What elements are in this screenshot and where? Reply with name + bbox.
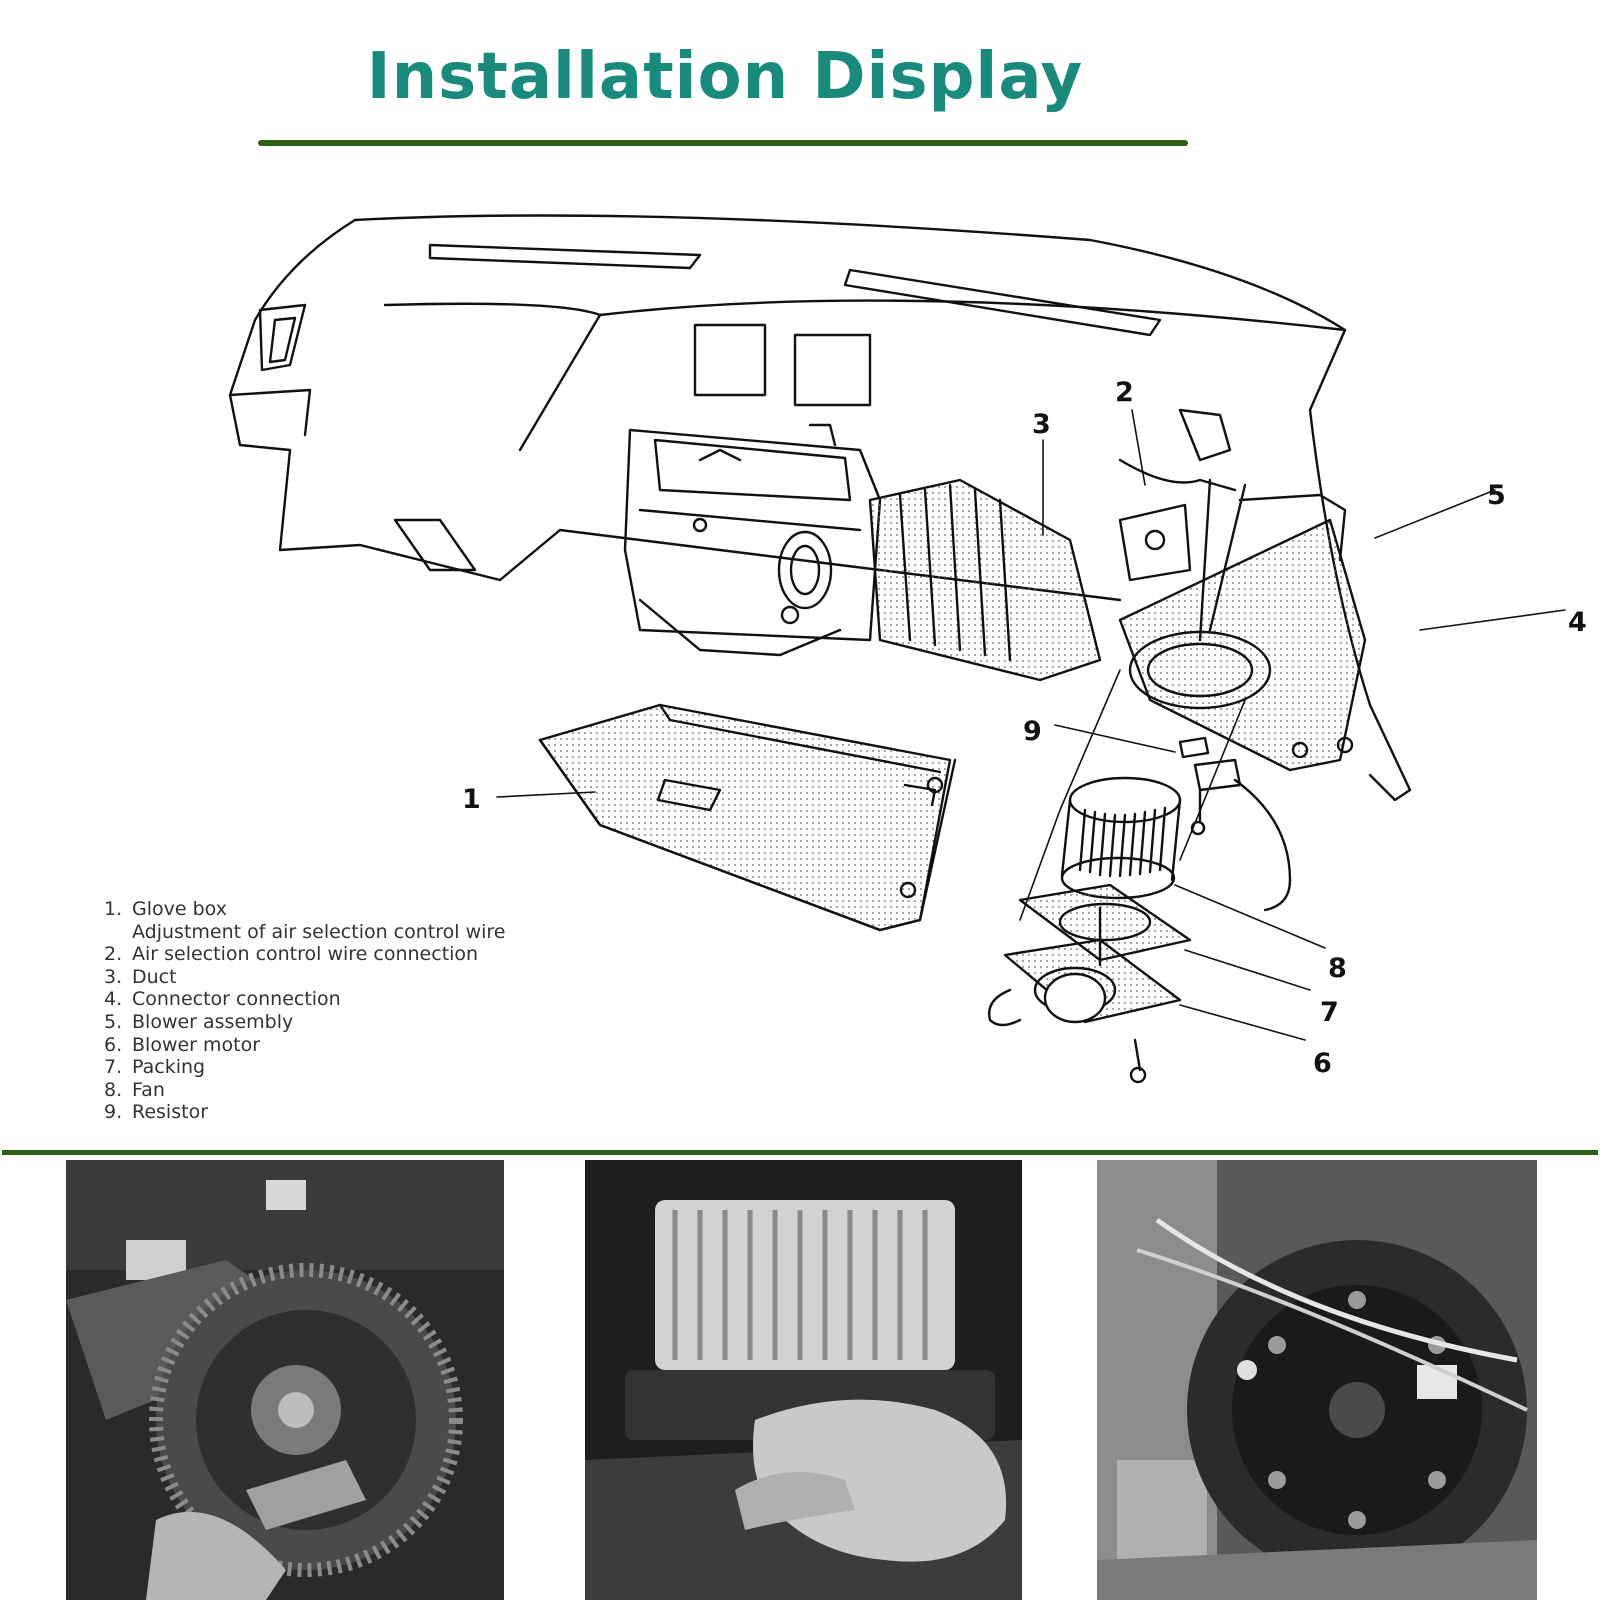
callout-4: 4 [1568,607,1587,638]
glove-box-1 [538,703,957,932]
duct-3 [868,478,1102,682]
callout-9: 9 [1023,716,1042,747]
legend-item: 8.Fan [104,1078,165,1101]
legend-item: 4.Connector connection [104,988,341,1011]
legend-item: 7.Packing [104,1056,206,1079]
blower-fan-in-hand-photo [66,1160,504,1600]
legend-item: 5.Blower assembly [104,1010,294,1033]
blower-motor-6 [988,906,1182,1084]
callout-6: 6 [1313,1048,1332,1079]
parts-legend: 1.Glove box Adjustment of air selection … [104,898,624,1124]
title-underline [258,140,1188,146]
callout-leaders [496,409,1566,1041]
heater-core-housing [623,423,882,657]
blower-housing-installed-photo [1097,1160,1537,1600]
legend-item: 2.Air selection control wire connection [104,943,479,966]
air-selection-wire-2 [1118,408,1247,642]
callout-3: 3 [1032,409,1051,440]
page-title: Installation Display [366,40,1084,114]
dashboard-exploded-diagram [0,160,1600,1140]
blower-motor-removal-photo [585,1160,1022,1600]
resistor-9 [1178,736,1292,912]
legend-item: 3.Duct [104,965,177,988]
packing-7 [1018,883,1192,962]
legend-item: Adjustment of air selection control wire [132,920,506,943]
fan-8 [1060,776,1182,900]
callout-5: 5 [1487,480,1506,511]
blower-assembly-5 [1118,493,1367,772]
callout-1: 1 [462,784,481,815]
section-divider [2,1150,1598,1155]
callout-2: 2 [1115,377,1134,408]
legend-item: 9.Resistor [104,1101,208,1124]
callout-7: 7 [1320,997,1339,1028]
legend-item: 6.Blower motor [104,1033,261,1056]
legend-item: 1.Glove box [104,898,227,920]
callout-8: 8 [1328,953,1347,984]
